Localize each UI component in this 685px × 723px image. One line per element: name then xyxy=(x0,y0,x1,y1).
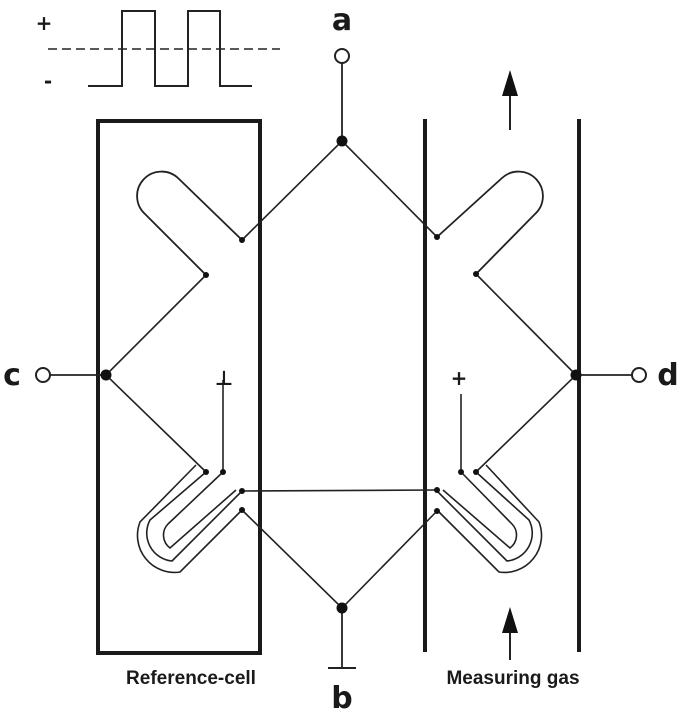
measuring-gas-caption: Measuring gas xyxy=(446,668,579,689)
junction-dots xyxy=(100,135,582,614)
terminal-c-label: c xyxy=(3,358,21,393)
gas-flow-arrow-bottom xyxy=(502,607,518,660)
signal-plus-label: + xyxy=(36,11,53,35)
left-electrode-ground-mark: ⊥ xyxy=(215,366,233,390)
right-lower-sensor-loop xyxy=(436,464,543,574)
terminal-a-node xyxy=(334,48,350,64)
terminal-b-label: b xyxy=(331,681,352,716)
bridge-wiring xyxy=(104,139,578,610)
left-upper-sensor-loop xyxy=(136,170,243,276)
terminal-a-label: a xyxy=(332,3,352,38)
gas-flow-arrow-top xyxy=(502,70,518,130)
terminal-d-label: d xyxy=(657,358,678,393)
terminal-c-node xyxy=(35,367,51,383)
right-electrode-plus-mark: + xyxy=(451,366,468,390)
right-upper-sensor-loop xyxy=(436,170,544,275)
reference-cell-caption: Reference-cell xyxy=(126,668,256,689)
reference-cell-box xyxy=(96,119,262,655)
signal-minus-label: - xyxy=(44,69,52,93)
square-wave xyxy=(88,10,252,87)
square-wave-signal: + - xyxy=(36,10,280,93)
terminal-d-node xyxy=(631,367,647,383)
left-lower-sensor-loop xyxy=(136,464,243,574)
